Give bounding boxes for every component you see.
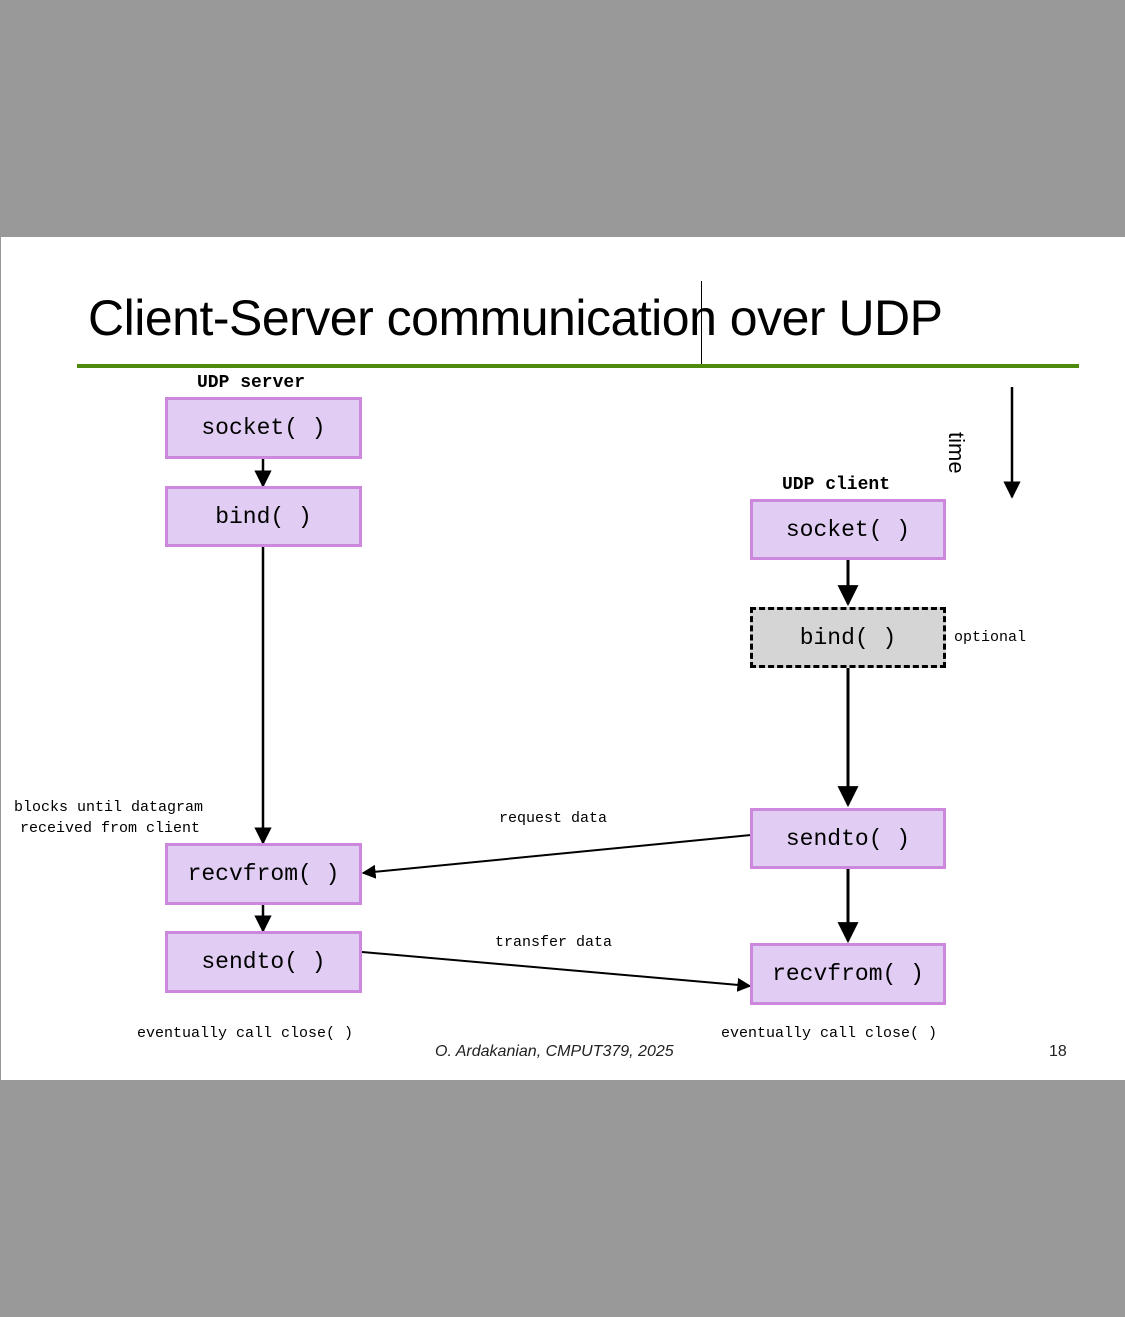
time-label: time <box>944 432 969 474</box>
server-recvfrom-box: recvfrom( ) <box>165 843 362 905</box>
text-cursor <box>701 281 702 365</box>
slide-title: Client-Server communication over UDP <box>88 290 943 346</box>
slide: Client-Server communication over UDP UDP… <box>1 237 1125 1080</box>
arrow-request-data <box>361 834 752 879</box>
blocks-note-line1: blocks until datagram <box>14 799 204 816</box>
title-underline <box>77 364 1079 368</box>
optional-label: optional <box>954 629 1027 646</box>
server-sendto-box: sendto( ) <box>165 931 362 993</box>
page-number: 18 <box>1049 1043 1067 1060</box>
blocks-note-line2: received from client <box>20 820 201 837</box>
server-heading: UDP server <box>197 373 306 393</box>
server-bind-box: bind( ) <box>165 486 362 547</box>
flow-arrows <box>254 387 1021 992</box>
client-bind-box: bind( ) <box>750 607 946 668</box>
client-sendto-box: sendto( ) <box>750 808 946 869</box>
arrow-transfer-data <box>361 951 752 992</box>
client-close-note: eventually call close( ) <box>721 1025 938 1042</box>
slide-footer: O. Ardakanian, CMPUT379, 2025 <box>435 1043 674 1060</box>
client-heading: UDP client <box>782 475 891 495</box>
server-close-note: eventually call close( ) <box>137 1025 354 1042</box>
request-data-label: request data <box>499 810 608 827</box>
transfer-data-label: transfer data <box>495 934 613 951</box>
server-socket-box: socket( ) <box>165 397 362 459</box>
client-recvfrom-box: recvfrom( ) <box>750 943 946 1005</box>
client-socket-box: socket( ) <box>750 499 946 560</box>
